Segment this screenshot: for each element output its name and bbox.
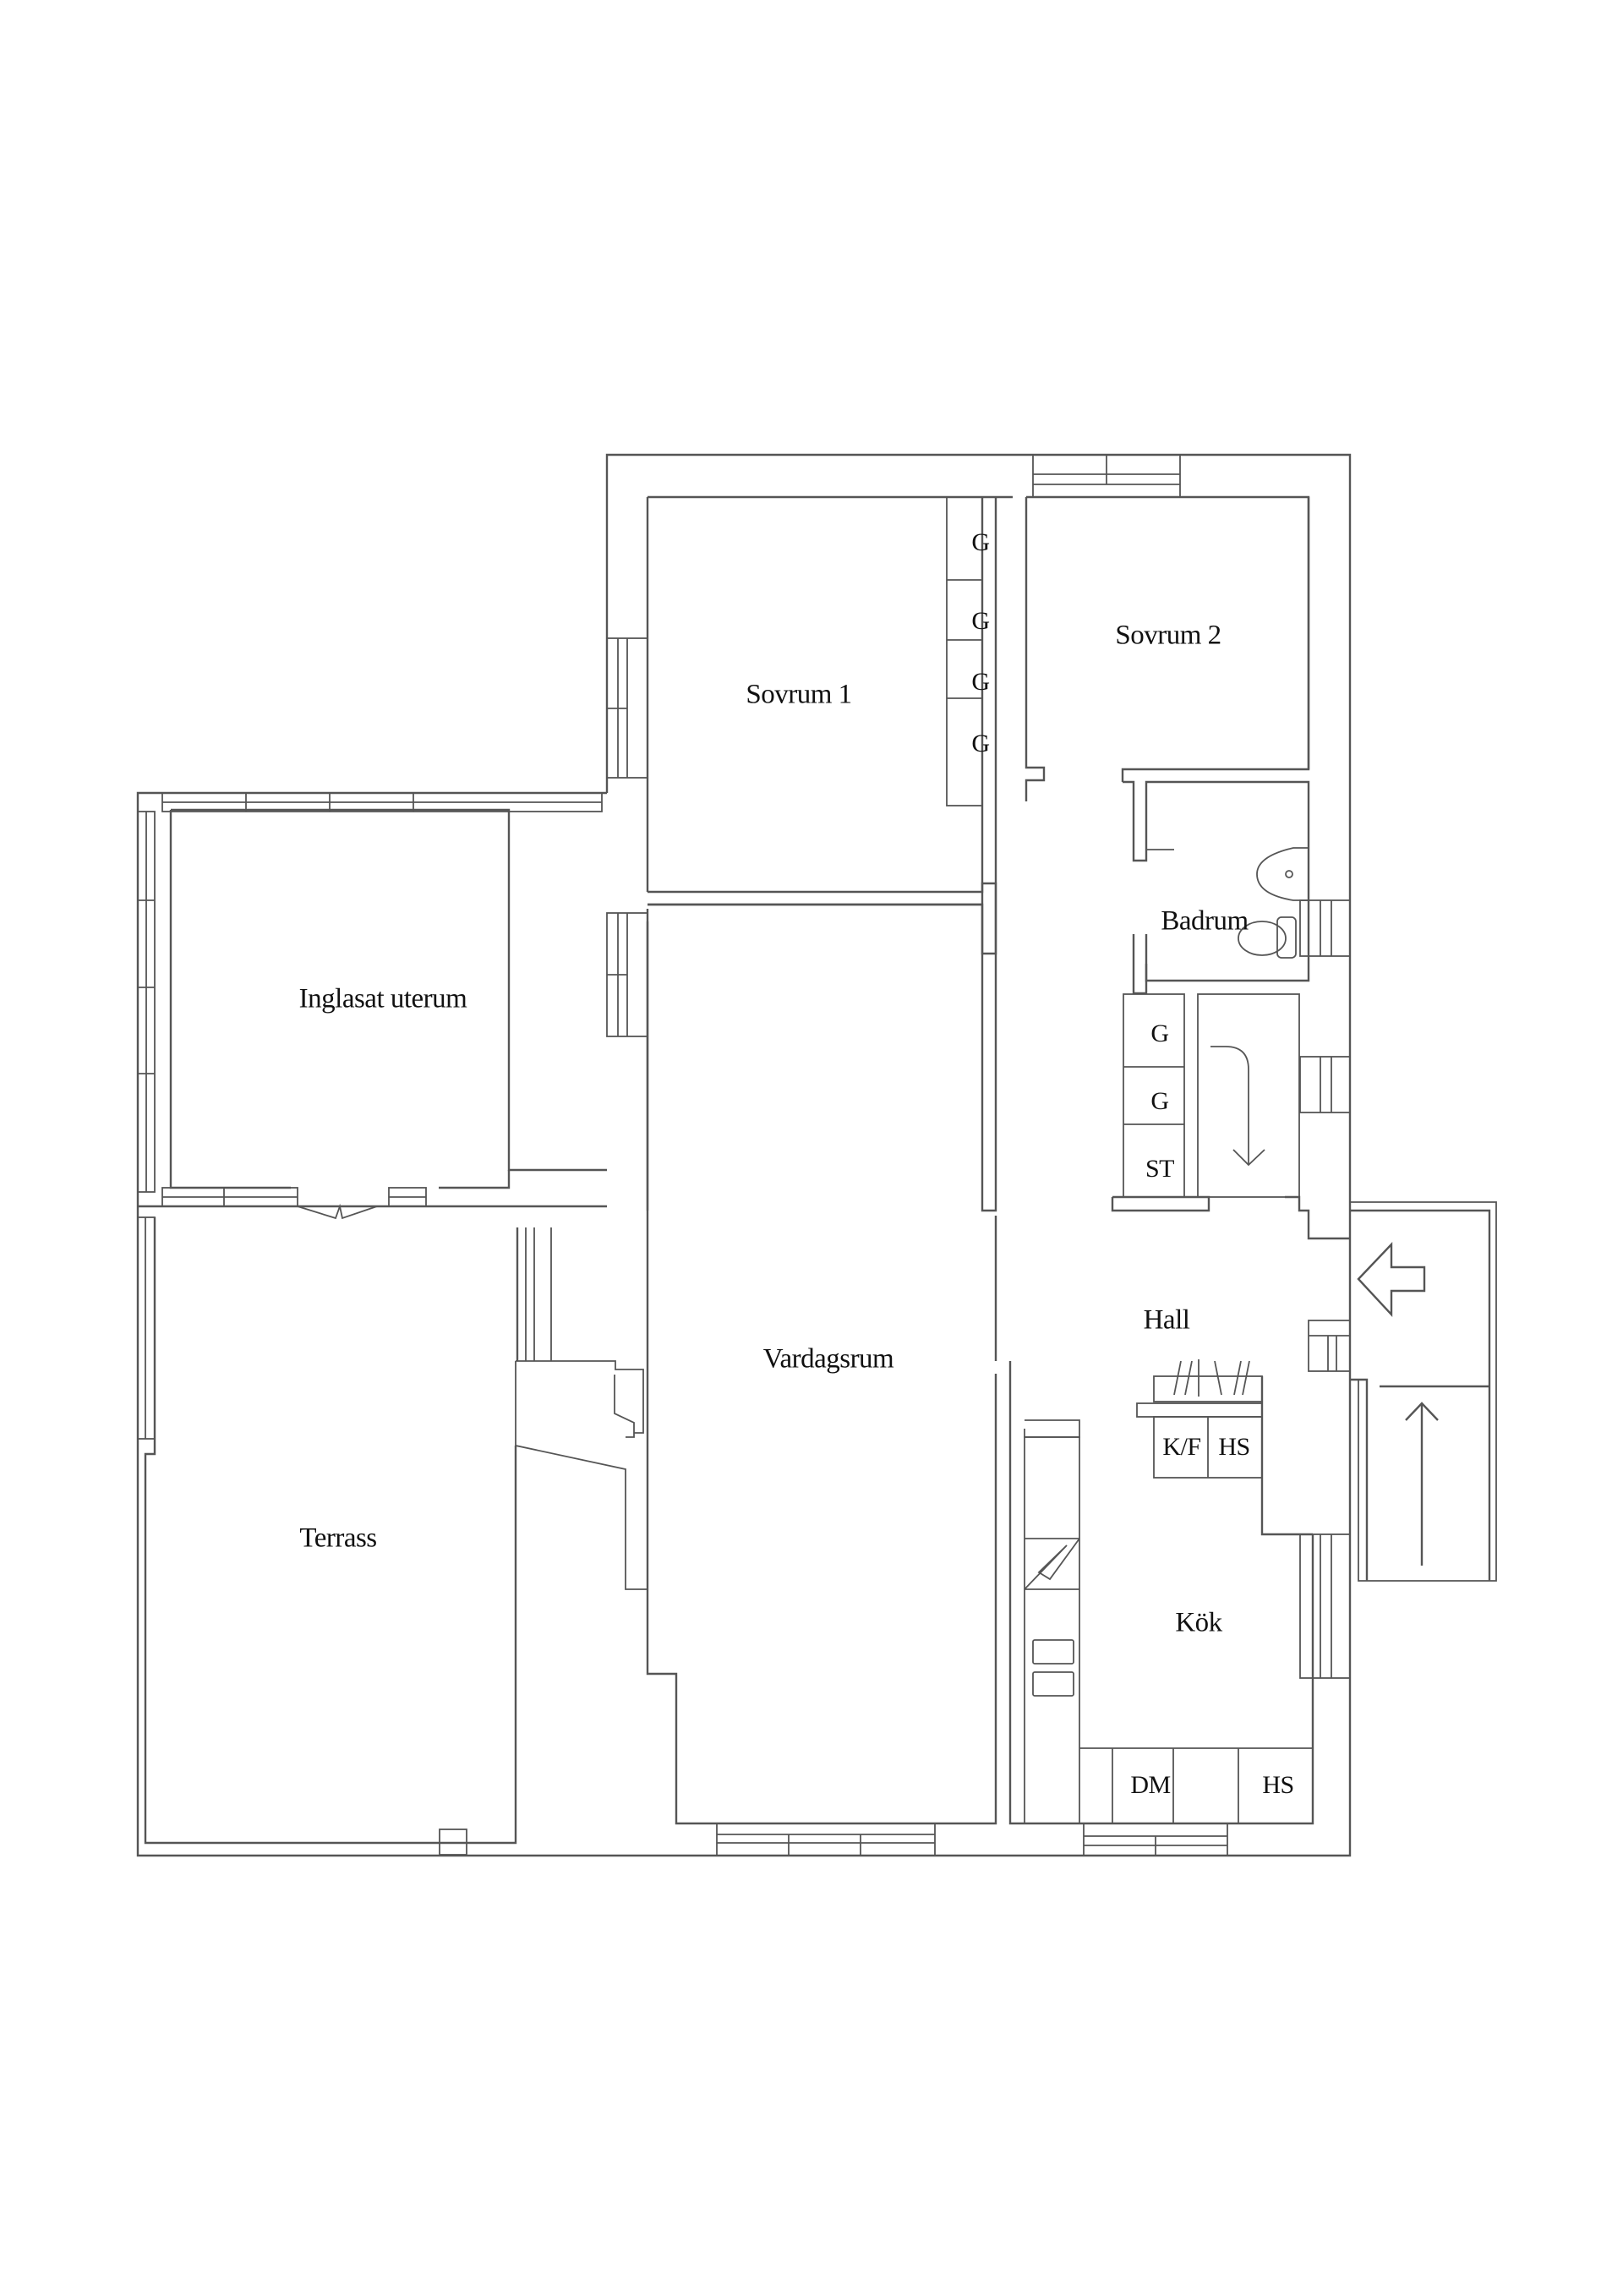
wardrobe-tag-4: G [971,730,990,757]
room-label-sovrum2: Sovrum 2 [1115,620,1221,651]
sink-icon [1257,848,1309,900]
room-label-hall: Hall [1143,1304,1190,1336]
room-label-vardagsrum: Vardagsrum [762,1343,894,1375]
room-label-inglasat-uterum: Inglasat uterum [298,983,467,1014]
badrum-walls [1123,780,1351,995]
room-label-terrass: Terrass [299,1522,377,1554]
uterum-walls [136,791,615,1857]
room-label-badrum: Badrum [1161,905,1249,937]
tall-cabinet-tag-kok: HS [1262,1771,1294,1799]
wardrobe-tag-6: G [1150,1087,1169,1115]
stove-icon [1033,1640,1074,1696]
wardrobe-tag-1: G [971,528,990,556]
vardagsrum-walls [515,903,1012,1856]
shower-icon [1146,782,1214,850]
stair-up-arrow-icon [1406,1403,1438,1566]
terrass-walls [137,1216,517,1856]
room-label-kok: Kök [1175,1607,1222,1638]
wardrobe-tag-5: G [1150,1020,1169,1047]
wardrobe-tag-2: G [971,607,990,635]
hall-fittings [1136,1320,1351,1536]
dishwasher-tag: DM [1130,1771,1171,1799]
entrance-arrow-icon [1358,1244,1424,1315]
kok-walls [1008,1403,1351,1856]
stair-down-arrow-icon [1210,1047,1265,1165]
tall-cabinet-tag-hall: HS [1218,1433,1250,1461]
fireplace-icon [516,1361,648,1589]
sovrum1-walls [606,496,997,1212]
toilet-icon [1238,917,1296,958]
sovrum2-walls [1025,497,1310,801]
fridge-freezer-tag: K/F [1162,1433,1201,1461]
room-label-sovrum1: Sovrum 1 [746,679,852,710]
wardrobe-tag-3: G [971,668,990,696]
hall-storage [1111,993,1351,1240]
oven-icon [1025,1539,1079,1589]
entrance-steps [1350,1201,1497,1582]
storage-tag: ST [1145,1155,1175,1183]
